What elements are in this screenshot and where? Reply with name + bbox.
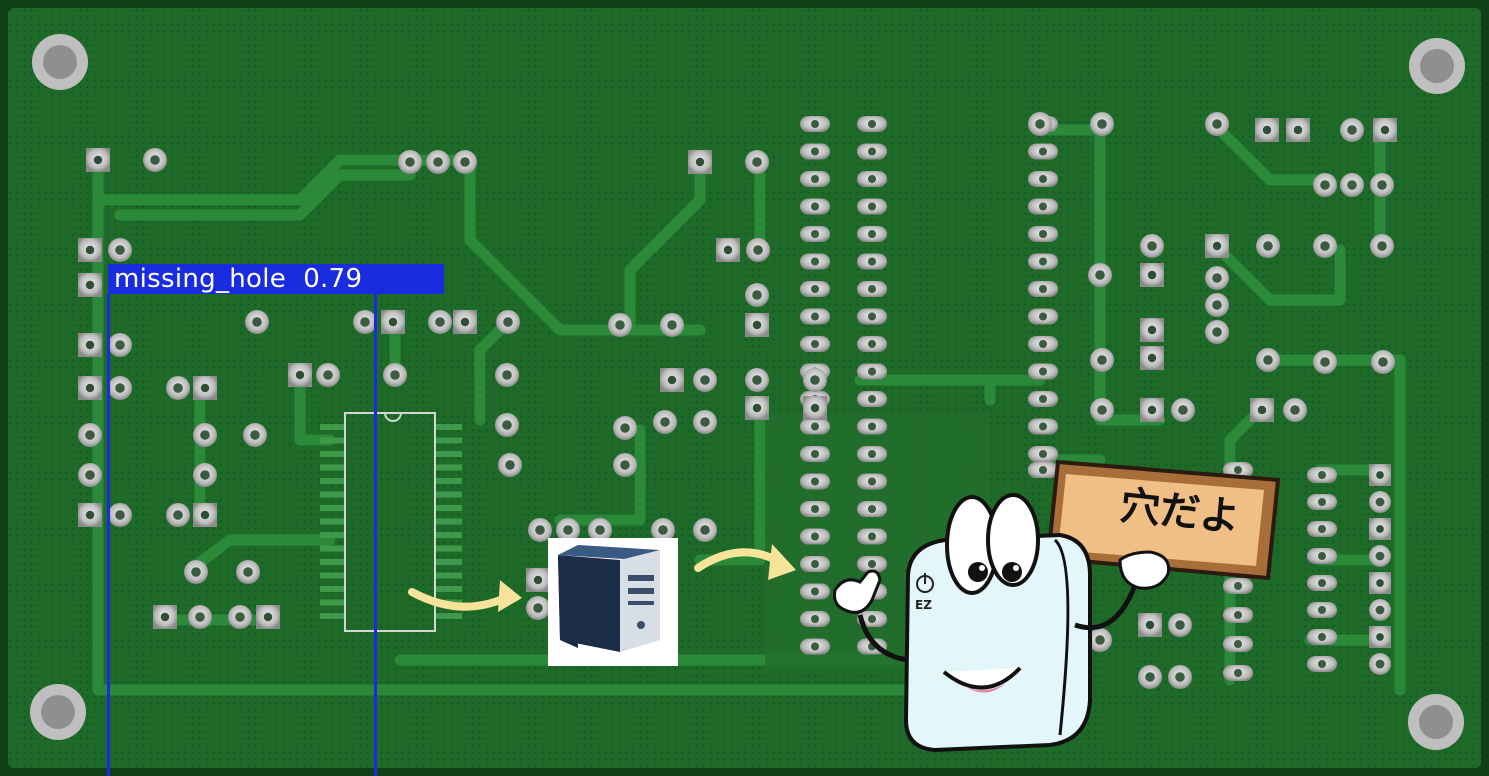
chip-pin — [436, 532, 462, 538]
wooden-sign — [1045, 459, 1281, 581]
chip-pin — [320, 437, 344, 444]
chip-pin — [320, 505, 344, 511]
chip-pin — [320, 424, 344, 430]
chip-pin — [320, 572, 344, 579]
chip-pin — [436, 424, 462, 430]
chip-pin — [320, 613, 344, 619]
chip-pin — [436, 491, 462, 498]
chip-pin — [436, 586, 462, 592]
chip-pin — [436, 613, 462, 619]
chip-pin — [320, 451, 344, 457]
chip-pin — [436, 559, 462, 565]
chip-footprint — [344, 412, 436, 632]
chip-pin — [320, 545, 344, 552]
detection-bounding-box — [107, 294, 377, 776]
chip-pin — [436, 572, 462, 579]
chip-pin — [320, 464, 344, 471]
chip-pin — [436, 518, 462, 525]
mascot-character — [833, 459, 1281, 753]
chip-pin — [436, 464, 462, 471]
chip-pin — [436, 437, 462, 444]
chip-pin — [320, 518, 344, 525]
chip-pin — [436, 505, 462, 511]
chip-pin — [320, 478, 344, 484]
detection-confidence: 0.79 — [303, 264, 363, 294]
power-icon — [916, 573, 934, 593]
chip-pin — [320, 491, 344, 498]
detection-class: missing_hole — [114, 264, 287, 294]
chip-pin — [436, 478, 462, 484]
solder-pads — [30, 34, 1465, 750]
chip-pins — [320, 424, 462, 619]
arrow-right-icon — [408, 580, 522, 612]
mascot-badge: EZ — [915, 598, 932, 612]
chip-pin — [320, 532, 344, 538]
arrow-right-icon — [694, 544, 796, 580]
chip-pin — [436, 545, 462, 552]
chip-pin — [320, 559, 344, 565]
chip-pin — [320, 586, 344, 592]
detection-label: missing_hole 0.79 — [108, 264, 444, 294]
computer-tower-icon — [548, 538, 678, 666]
chip-pin — [436, 451, 462, 457]
chip-pin — [320, 599, 344, 606]
